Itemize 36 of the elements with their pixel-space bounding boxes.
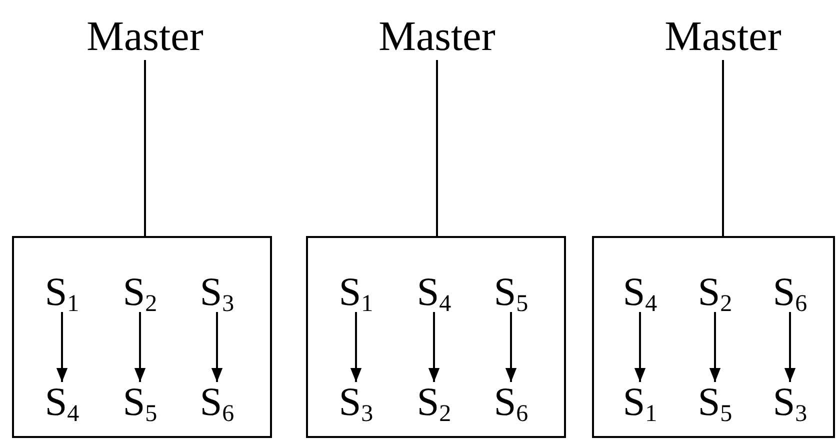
slave-label: S$_{5}$ bbox=[487, 272, 535, 312]
slave-label: S$_{4}$ bbox=[616, 272, 664, 312]
slave-label: S$_{2}$ bbox=[691, 272, 739, 312]
arrow bbox=[211, 312, 223, 382]
slave-label: S$_{2}$ bbox=[410, 382, 458, 422]
slave-label: S$_{5}$ bbox=[116, 382, 164, 422]
slave-label: S$_{6}$ bbox=[193, 382, 241, 422]
arrow bbox=[428, 312, 440, 382]
group-box bbox=[306, 236, 566, 438]
group-box bbox=[592, 236, 835, 438]
slave-label: S$_{1}$ bbox=[38, 272, 86, 312]
connector-line bbox=[436, 60, 438, 236]
connector-line bbox=[144, 60, 146, 236]
slave-label: S$_{4}$ bbox=[38, 382, 86, 422]
arrow bbox=[134, 312, 146, 382]
slave-label: S$_{3}$ bbox=[332, 382, 380, 422]
slave-label: S$_{3}$ bbox=[193, 272, 241, 312]
master-label: Master bbox=[653, 14, 793, 60]
slave-label: S$_{2}$ bbox=[116, 272, 164, 312]
arrow bbox=[505, 312, 517, 382]
arrow bbox=[350, 312, 362, 382]
slave-label: S$_{1}$ bbox=[616, 382, 664, 422]
slave-label: S$_{6}$ bbox=[766, 272, 814, 312]
slave-label: S$_{4}$ bbox=[410, 272, 458, 312]
slave-label: S$_{5}$ bbox=[691, 382, 739, 422]
connector-line bbox=[722, 60, 724, 236]
arrow bbox=[56, 312, 68, 382]
master-label: Master bbox=[367, 14, 507, 60]
slave-label: S$_{3}$ bbox=[766, 382, 814, 422]
slave-label: S$_{6}$ bbox=[487, 382, 535, 422]
arrow bbox=[784, 312, 796, 382]
arrow bbox=[634, 312, 646, 382]
group-box bbox=[12, 236, 272, 438]
arrow bbox=[709, 312, 721, 382]
slave-label: S$_{1}$ bbox=[332, 272, 380, 312]
master-label: Master bbox=[75, 14, 215, 60]
